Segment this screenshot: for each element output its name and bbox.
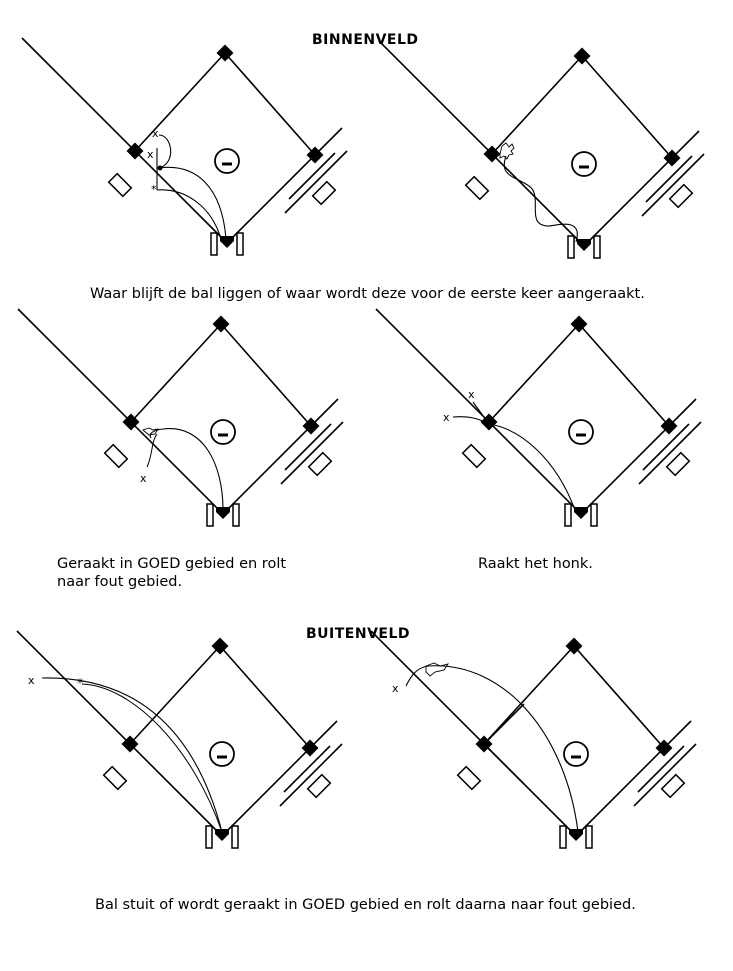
outfield-title: BUITENVELD [306, 626, 411, 642]
contact-marker: * [77, 676, 83, 690]
field-diagram-4 [374, 307, 703, 528]
fielder-marker: x [392, 682, 399, 695]
infield-title: BINNENVELD [312, 32, 419, 48]
fielder-marker: x [468, 388, 475, 401]
fielder-marker: x [140, 472, 147, 485]
field-diagram-1 [20, 36, 349, 257]
field-diagram-5 [15, 629, 344, 850]
fielder-marker: x [152, 127, 159, 140]
field-diagram-3 [16, 307, 345, 528]
caption-row2-left: Geraakt in GOED gebied en rolt naar fout… [57, 556, 287, 590]
caption-row2-right: Raakt het honk. [478, 556, 593, 572]
caption-row3: Bal stuit of wordt geraakt in GOED gebie… [95, 897, 636, 913]
fielder-marker: x [28, 674, 35, 687]
fielder-marker: x [443, 411, 450, 424]
contact-marker: * [151, 183, 157, 196]
fielder-marker: x [147, 148, 154, 161]
field-diagram-2 [377, 39, 706, 260]
field-diagram-6 [369, 629, 698, 850]
caption-row1: Waar blijft de bal liggen of waar wordt … [90, 286, 645, 302]
